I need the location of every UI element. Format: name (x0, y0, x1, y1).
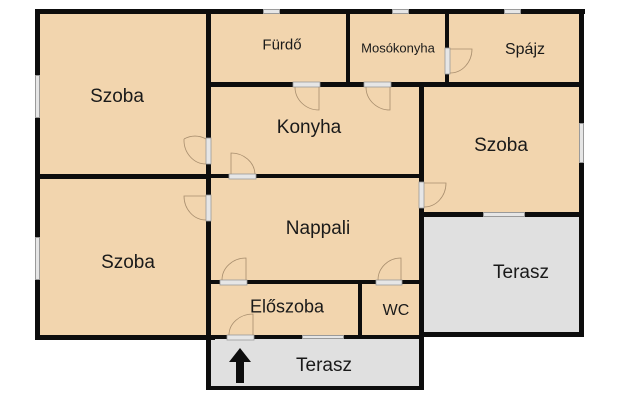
wall-konyha-nappali (206, 174, 421, 178)
door-szoba-top-left (183, 135, 212, 166)
label-szoba-right: Szoba (474, 135, 528, 156)
wall-bottom-left (35, 335, 215, 340)
room-spajz (447, 11, 582, 85)
wall-horizontal-left-176 (35, 174, 211, 179)
label-wc: WC (382, 302, 410, 319)
window-szoba-bottom-left (35, 237, 40, 280)
label-nappali: Nappali (285, 218, 351, 239)
room-eloszoba (208, 283, 360, 337)
room-konyha (208, 85, 421, 177)
wall-horizontal-84 (206, 82, 584, 87)
wall-eloszoba-wc (358, 280, 362, 339)
room-mosokonyha (348, 11, 447, 85)
window-mosokonyha-top (392, 9, 409, 14)
wall-bottom-right (419, 332, 584, 337)
arrow-up-icon (229, 348, 251, 388)
door-szoba-right (418, 181, 447, 210)
room-wc (360, 283, 421, 337)
wall-furdo-mosokonyha (346, 9, 350, 87)
window-szoba-top-left (35, 75, 40, 118)
label-terasz-right: Terasz (493, 262, 549, 283)
door-wc (375, 257, 406, 286)
room-furdo (208, 11, 348, 85)
door-konyha-left (228, 152, 259, 180)
wall-right (579, 9, 584, 337)
wall-vertical-421 (419, 82, 424, 390)
window-szoba-terasz (483, 212, 525, 217)
door-spajz (444, 47, 473, 76)
label-szoba-top-left: Szoba (90, 86, 144, 107)
label-terasz-bottom: Terasz (296, 355, 352, 376)
wall-nappali-bottom (206, 280, 421, 284)
room-nappali (208, 177, 421, 283)
room-szoba-bottom-left (36, 177, 208, 337)
label-konyha: Konyha (276, 117, 342, 138)
label-mosokonyha: Mosókonyha (361, 40, 435, 56)
label-eloszoba: Előszoba (249, 296, 325, 317)
window-eloszoba-terasz (302, 335, 344, 339)
window-szoba-right (579, 123, 584, 163)
door-mosokonyha (363, 81, 392, 112)
wall-terasz-bottom (206, 386, 424, 390)
label-furdo: Fürdő (262, 36, 302, 54)
door-entrance (226, 313, 257, 341)
label-szoba-bottom-left: Szoba (101, 252, 155, 273)
door-nappali-eloszoba (219, 257, 250, 286)
room-terasz-right (421, 215, 582, 335)
room-szoba-top-left (36, 11, 208, 177)
room-szoba-right (421, 85, 582, 215)
wall-top (35, 9, 585, 14)
door-furdo (292, 81, 321, 112)
window-furdo-top (263, 9, 280, 14)
window-spajz-top (504, 9, 521, 14)
door-szoba-bottom-left (183, 194, 212, 223)
label-spajz: Spájz (504, 41, 546, 58)
